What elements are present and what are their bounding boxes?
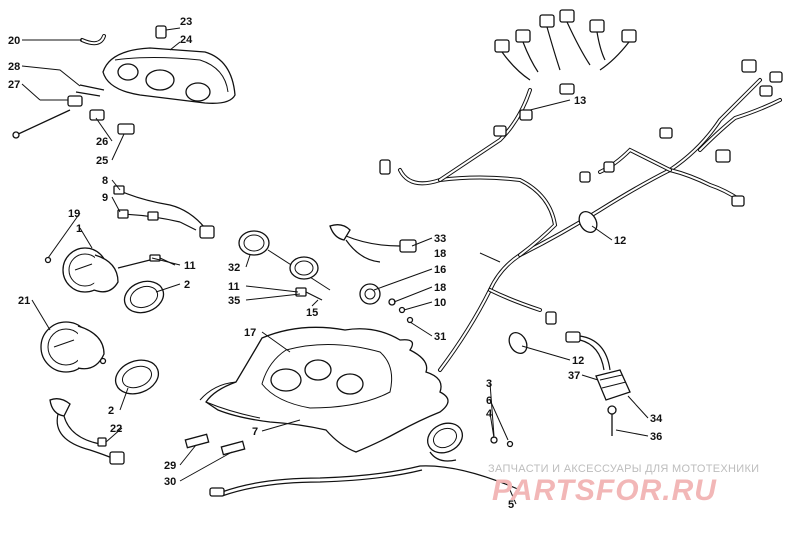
callout-5: 5	[508, 499, 514, 511]
callout-32: 32	[228, 262, 240, 274]
callout-22: 22	[110, 423, 122, 435]
callout-29: 29	[164, 460, 176, 472]
callout-14: 18	[434, 248, 446, 260]
gauge-32	[238, 230, 331, 291]
main-wiring-harness	[398, 78, 782, 372]
cable-5	[209, 465, 521, 497]
callout-26: 26	[96, 136, 108, 148]
callout-17: 17	[244, 327, 256, 339]
callout-28: 28	[8, 61, 20, 73]
callout-4: 4	[486, 408, 493, 420]
gauge-21	[40, 321, 107, 373]
callout-19: 19	[68, 208, 80, 220]
dash-pod	[199, 326, 449, 453]
callout-25: 25	[96, 155, 108, 167]
harness-connectors	[379, 9, 783, 325]
callout-12-lower: 12	[572, 355, 584, 367]
watermark: ЗАПЧАСТИ И АКСЕССУАРЫ ДЛЯ МОТОТЕХНИКИ PA…	[488, 463, 759, 507]
callout-37: 37	[568, 370, 580, 382]
callout-12-upper: 12	[614, 235, 626, 247]
callout-33: 33	[434, 233, 446, 245]
gauge-3	[426, 422, 514, 462]
callout-24: 24	[180, 34, 193, 46]
callout-27: 27	[8, 79, 20, 91]
callout-13: 13	[574, 95, 586, 107]
callout-31: 31	[434, 331, 446, 343]
bulb-harness-22	[49, 398, 125, 465]
headlight-assembly	[12, 25, 236, 139]
callout-15: 15	[306, 307, 318, 319]
callout-2-lower: 2	[108, 405, 114, 417]
watermark-caption: ЗАПЧАСТИ И АКСЕССУАРЫ ДЛЯ МОТОТЕХНИКИ	[488, 463, 759, 475]
ring-2-lower	[114, 359, 160, 395]
callout-30: 30	[164, 476, 176, 488]
callout-7: 7	[252, 426, 258, 438]
callout-1: 1	[76, 223, 82, 235]
leader-lines	[21, 27, 649, 505]
callout-labels: 20 23 24 28 27 26 25 8 9 19 1 11 2 21 2 …	[8, 16, 663, 511]
regulator-34	[565, 331, 631, 436]
callout-3: 3	[486, 378, 492, 390]
callout-9: 9	[102, 192, 108, 204]
grommets-12	[508, 211, 598, 354]
callout-11-center: 11	[228, 281, 240, 293]
left-small-harness	[113, 185, 215, 239]
callout-21: 21	[18, 295, 30, 307]
callout-6: 6	[486, 395, 492, 407]
callout-34: 34	[650, 413, 663, 425]
callout-2-upper: 2	[184, 279, 190, 291]
decals	[184, 433, 246, 456]
watermark-brand: PARTSFOR.RU	[492, 474, 717, 507]
callout-35: 35	[228, 295, 240, 307]
callout-18: 18	[434, 282, 446, 294]
gauge-1	[44, 247, 176, 293]
callout-23: 23	[180, 16, 192, 28]
ring-2-upper	[123, 280, 165, 314]
fitting-16	[359, 283, 414, 324]
callout-11-left: 11	[184, 260, 196, 272]
callout-20: 20	[8, 35, 20, 47]
callout-16: 16	[434, 264, 446, 276]
callout-8: 8	[102, 175, 108, 187]
plug-33	[329, 224, 417, 263]
callout-10: 10	[434, 297, 446, 309]
callout-36: 36	[650, 431, 662, 443]
